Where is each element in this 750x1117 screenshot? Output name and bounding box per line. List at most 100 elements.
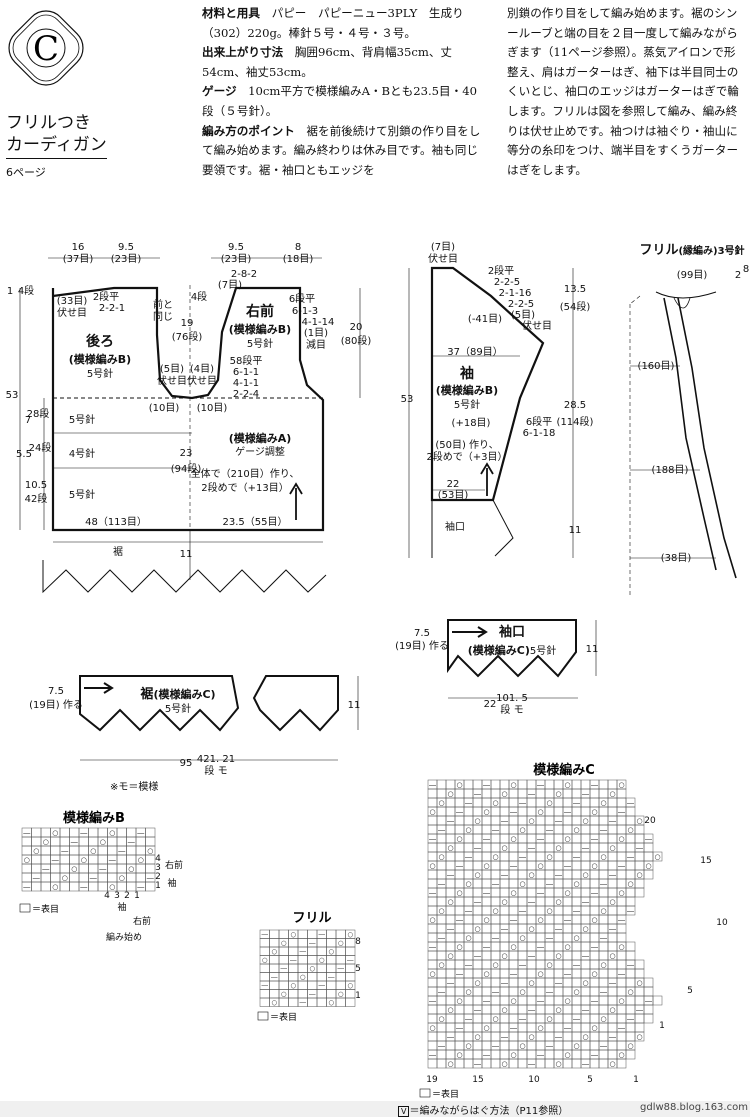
- chart-cell: [562, 878, 573, 889]
- chart-cell: [607, 797, 618, 808]
- chart-frill: フリル ―○―○○―○○―○○―○――○――○――○―○○―○○―○ 8 5 1…: [257, 911, 361, 1023]
- chart-cell: [269, 938, 280, 948]
- stitch-symbol: ―: [347, 956, 354, 964]
- chart-cell: [607, 932, 618, 943]
- stitch-symbol: ―: [309, 990, 316, 998]
- hem-piece-diagram: 7.5 (19目) 作る 裾(模様編みC) 5号針 11 95 421. 21 …: [29, 675, 360, 793]
- chart-cell: [335, 955, 346, 965]
- chart-cell: [297, 955, 308, 965]
- chart-cell: [463, 995, 474, 1006]
- chart-cell: [345, 946, 356, 956]
- chart-cell: [544, 1058, 555, 1069]
- stitch-symbol: ―: [564, 808, 571, 816]
- chart-cell: [607, 914, 618, 925]
- sleeve-cast-b: 2段めで（+3目）: [426, 450, 507, 463]
- body-width-r2-cm: 8: [295, 242, 301, 253]
- sleeve-cap-f: 伏せ目: [522, 319, 552, 332]
- chart-cell: [571, 950, 582, 961]
- ah-dec-c: 4-1-1: [233, 378, 259, 389]
- stitch-symbol: ○: [546, 853, 552, 861]
- band2-rows: 24段: [29, 441, 52, 454]
- back-dec: 2段平: [93, 290, 119, 303]
- stitch-symbol: ○: [591, 808, 597, 816]
- chart-b-row-1: 1: [155, 881, 161, 891]
- body-width-left-cm: 16: [72, 242, 85, 253]
- stitch-symbol: ―: [546, 934, 553, 942]
- chart-cell: [40, 881, 51, 892]
- stitch-symbol: ―: [528, 952, 535, 960]
- chart-cell: [50, 863, 61, 874]
- chart-cell: [481, 1040, 492, 1051]
- bottom-left: 48（113目）: [85, 516, 147, 528]
- stitch-symbol: ○: [338, 990, 344, 998]
- chart-cell: [463, 1058, 474, 1069]
- stitch-symbol: ○: [90, 847, 96, 855]
- chart-cell: [508, 959, 519, 970]
- chart-cell: [553, 1049, 564, 1060]
- chart-cell: [562, 797, 573, 808]
- chart-cell: [553, 959, 564, 970]
- chart-cell: [625, 842, 636, 853]
- chart-cell: [616, 797, 627, 808]
- chart-cell: [445, 986, 456, 997]
- chart-cell: [508, 815, 519, 826]
- chart-cell: [297, 980, 308, 990]
- frill-c: (38目): [661, 553, 692, 564]
- chart-cell: [278, 972, 289, 982]
- chart-cell: [625, 860, 636, 871]
- chart-b-title: 模様編みB: [63, 810, 125, 826]
- stitch-symbol: ○: [609, 1006, 615, 1014]
- stitch-symbol: ○: [456, 943, 462, 951]
- stitch-symbol: ―: [71, 838, 78, 846]
- chart-cell: [463, 842, 474, 853]
- sleeve-cap-c: 2-1-16: [499, 288, 532, 299]
- chart-frill-row-1: 1: [355, 991, 361, 1001]
- chart-cell: [490, 1031, 501, 1042]
- chart-cell: [427, 1031, 438, 1042]
- chart-cell: [643, 851, 654, 862]
- stitch-symbol: ―: [555, 1033, 562, 1041]
- chart-cell: [544, 896, 555, 907]
- chart-cell: [21, 863, 32, 874]
- chart-cell: [499, 932, 510, 943]
- stitch-symbol: ―: [429, 835, 436, 843]
- stitch-symbol: ○: [510, 889, 516, 897]
- page-ref: 6ページ: [6, 166, 46, 179]
- stitch-symbol: ―: [618, 970, 625, 978]
- stitch-symbol: ―: [456, 862, 463, 870]
- stitch-symbol: ○: [328, 999, 334, 1007]
- band2-cm: 5.5: [16, 449, 32, 460]
- chart-cell: [571, 923, 582, 934]
- hem-h: 11: [180, 549, 193, 560]
- stitch-symbol: ○: [347, 931, 353, 939]
- stitch-symbol: ―: [501, 871, 508, 879]
- chart-cell: [589, 878, 600, 889]
- chart-cell: [526, 1013, 537, 1024]
- lower-gauge: ゲージ調整: [235, 445, 285, 458]
- chart-cell: [490, 1004, 501, 1015]
- chart-cell: [607, 833, 618, 844]
- stitch-symbol: ○: [24, 856, 30, 864]
- stitch-symbol: ―: [438, 988, 445, 996]
- chart-cell: [427, 869, 438, 880]
- ah-l2: 伏せ目: [157, 374, 187, 387]
- stitch-symbol: ○: [528, 871, 534, 879]
- chart-cell: [571, 1049, 582, 1060]
- chart-cell: [126, 872, 137, 883]
- chart-cell: [445, 941, 456, 952]
- chart-cell: [307, 997, 318, 1007]
- chart-cell: [269, 980, 280, 990]
- chart-cell: [616, 1013, 627, 1024]
- chart-cell: [490, 1058, 501, 1069]
- stitch-symbol: ―: [290, 956, 297, 964]
- stitch-symbol: ―: [591, 889, 598, 897]
- materials-text: パピー パピーニュー3PLY 生成り（302）220g。棒針５号・４号・３号。: [202, 6, 464, 40]
- chart-cell: [50, 836, 61, 847]
- stitch-symbol: ○: [591, 970, 597, 978]
- stitch-symbol: ―: [23, 883, 30, 891]
- points-para: 編み方のポイント 裾を前後続けて別鎖の作り目をして編み始めます。編み終わりは休み…: [202, 122, 488, 181]
- ah-st-l: (10目): [149, 403, 180, 414]
- chart-cell: [445, 797, 456, 808]
- stitch-symbol: ―: [262, 982, 269, 990]
- chart-cell: [526, 986, 537, 997]
